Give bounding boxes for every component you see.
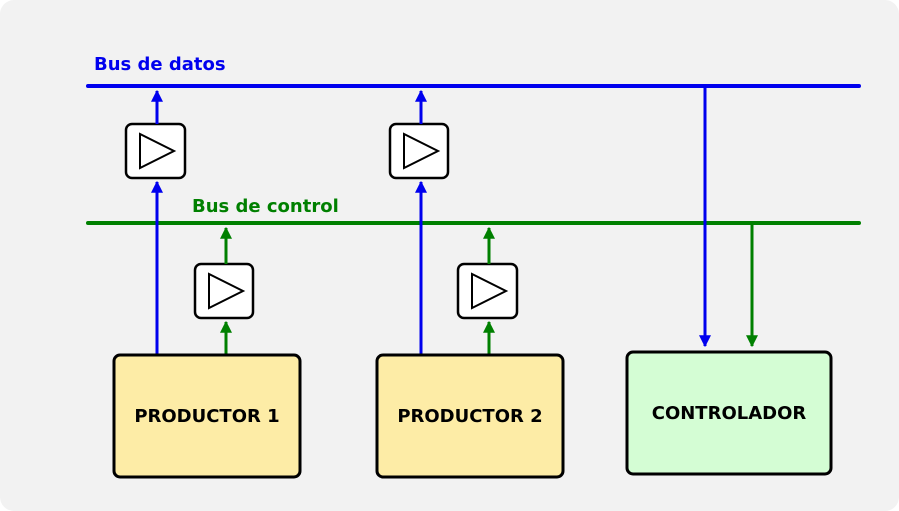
producer-2-control-buffer <box>456 262 519 320</box>
producer-1-label: PRODUCTOR 1 <box>134 406 279 427</box>
controller-label: CONTROLADOR <box>652 403 807 424</box>
producer-2-block: PRODUCTOR 2 <box>375 353 565 479</box>
producer-1-block: PRODUCTOR 1 <box>112 353 302 479</box>
producer-2-label: PRODUCTOR 2 <box>397 406 542 427</box>
control-bus-label: Bus de control <box>192 196 339 217</box>
triangle-buffer-icon <box>139 132 177 170</box>
producer-2-data-buffer <box>388 122 450 180</box>
data-bus-label: Bus de datos <box>94 54 226 75</box>
controller-block: CONTROLADOR <box>625 350 833 476</box>
triangle-buffer-icon <box>403 132 441 170</box>
triangle-buffer-icon <box>471 272 509 310</box>
producer-1-data-buffer <box>124 122 187 180</box>
triangle-buffer-icon <box>208 272 246 310</box>
producer-1-control-buffer <box>193 262 255 320</box>
